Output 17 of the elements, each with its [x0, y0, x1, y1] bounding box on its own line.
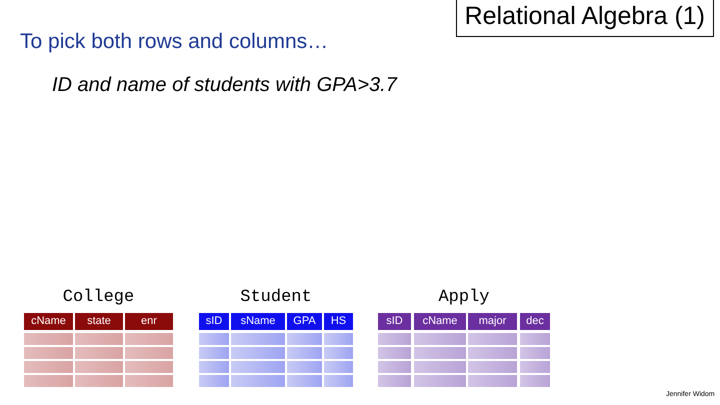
question-text: ID and name of students with GPA>3.7	[52, 74, 397, 97]
column-header: major	[468, 313, 517, 330]
column-header: sID	[378, 313, 411, 330]
slide-heading: To pick both rows and columns…	[20, 30, 328, 54]
column-header: sName	[231, 313, 285, 330]
column-header: HS	[324, 313, 353, 330]
column-header: enr	[125, 313, 173, 330]
column-header: cName	[24, 313, 73, 330]
column-header: cName	[414, 313, 466, 330]
column-header: sID	[199, 313, 229, 330]
table-name: Apply	[437, 288, 490, 308]
column-header: dec	[520, 313, 550, 330]
slide-title: Relational Algebra (1)	[456, 0, 714, 37]
table-name: Student	[239, 288, 313, 308]
column-header: GPA	[287, 313, 322, 330]
table-name: College	[62, 288, 136, 308]
column-header: state	[75, 313, 123, 330]
